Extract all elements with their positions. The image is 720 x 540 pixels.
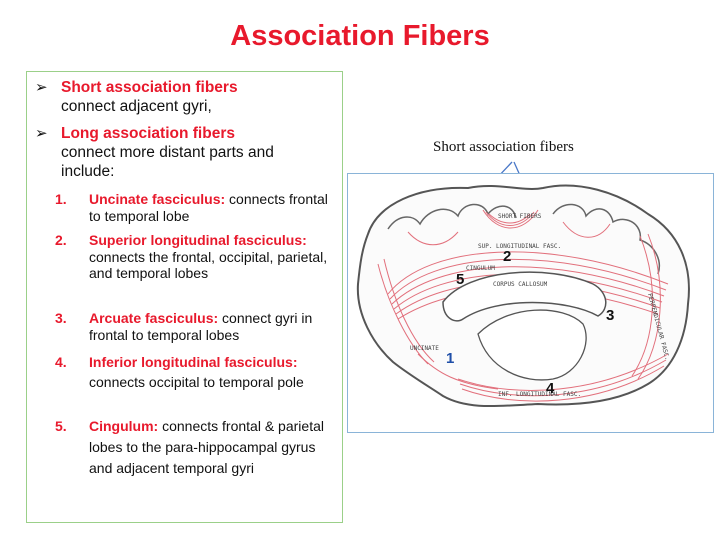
list-item: 5. Cingulum: connects frontal & parietal…	[55, 418, 324, 476]
inferior-longitudinal-fibers	[417, 353, 669, 402]
arrow-bullet-icon: ➢	[35, 79, 48, 96]
list-item: 1. Uncinate fasciculus: connects frontal…	[55, 191, 328, 224]
label-superior: SUP. LONGITUDINAL FASC.	[478, 243, 561, 250]
bullet-long-fibers: ➢ Long association fibers connect more d…	[35, 124, 325, 181]
brain-diagram: SHORT FIBERS SUP. LONGITUDINAL FASC. CIN…	[356, 184, 690, 408]
list-item: 4. Inferior longitudinal fasciculus: con…	[55, 354, 304, 390]
label-cingulum: CINGULUM	[466, 265, 495, 272]
brain-figure: SHORT FIBERS SUP. LONGITUDINAL FASC. CIN…	[347, 173, 714, 433]
arrow-bullet-icon: ➢	[35, 125, 48, 142]
figure-label-2: 2	[503, 248, 512, 265]
figure-caption: Short association fibers	[433, 139, 574, 155]
list-item: 3. Arcuate fasciculus: connect gyri in f…	[55, 310, 313, 343]
gyri-outline	[387, 203, 660, 275]
figure-label-4: 4	[546, 380, 555, 397]
corpus-callosum	[442, 271, 607, 322]
label-inferior: INF. LONGITUDINAL FASC.	[498, 391, 581, 398]
short-fibers	[407, 209, 611, 246]
bullet-heading: Short association fibers	[61, 79, 238, 96]
bullet-short-fibers: ➢ Short association fibers connect adjac…	[35, 78, 238, 116]
bullet-text: connect adjacent gyri,	[61, 98, 212, 115]
label-short-fibers: SHORT FIBERS	[498, 213, 542, 220]
content-box: ➢ Short association fibers connect adjac…	[26, 71, 343, 523]
list-item: 2. Superior longitudinal fasciculus: con…	[55, 232, 328, 281]
figure-label-1: 1	[446, 350, 455, 367]
label-uncinate: UNCINATE	[410, 345, 439, 352]
label-corpus: CORPUS CALLOSUM	[493, 281, 548, 288]
bullet-text: connect more distant parts and include:	[61, 144, 274, 180]
ventricle	[477, 309, 587, 381]
page-title: Association Fibers	[230, 20, 490, 52]
figure-label-3: 3	[606, 307, 615, 324]
bullet-heading: Long association fibers	[61, 125, 235, 142]
figure-label-5: 5	[456, 271, 465, 288]
